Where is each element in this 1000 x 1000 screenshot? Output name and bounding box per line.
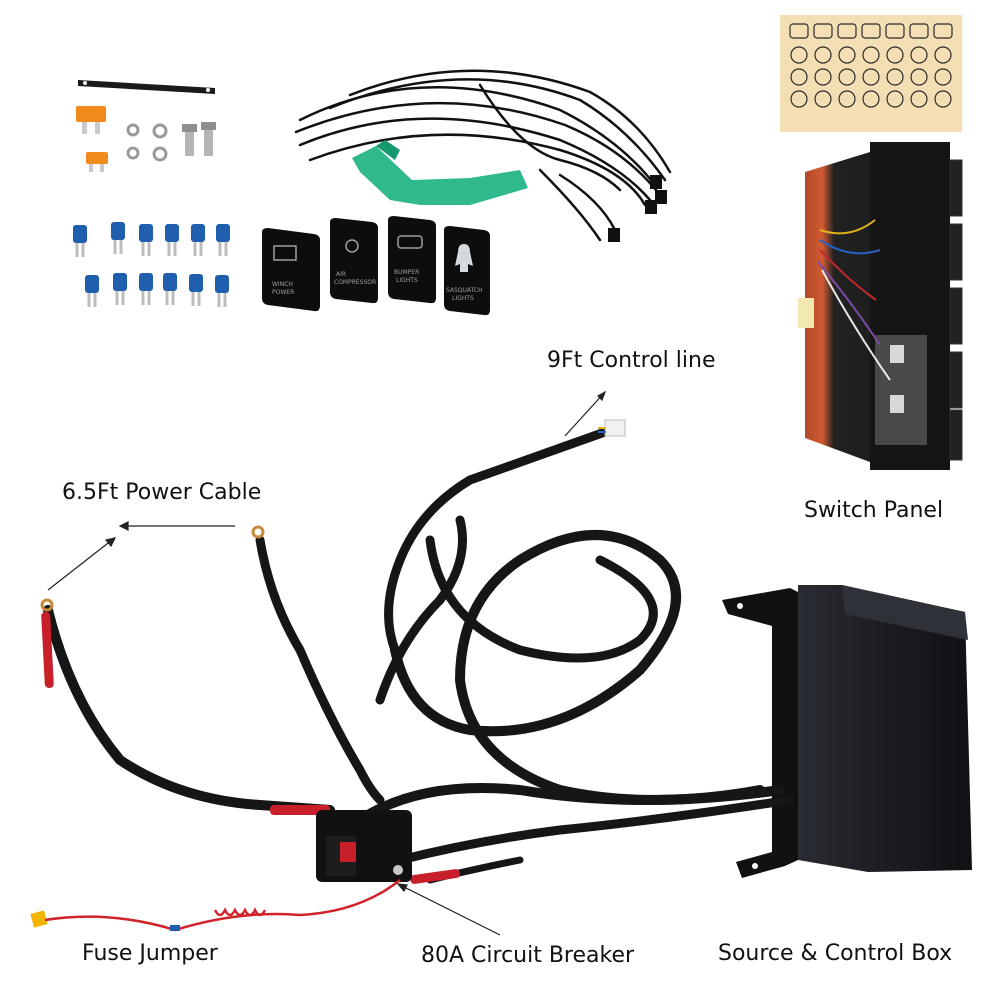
red-heat-shrink [270,805,330,815]
switch-label-1a: WINCH [272,281,293,288]
switch-label-1b: POWER [272,289,294,296]
zip-tie-heads [608,175,667,242]
fuse-small [86,152,108,172]
circuit-breaker [316,810,412,882]
label-switch-panel: Switch Panel [804,498,944,523]
icon-sticker-sheet [780,15,962,132]
mounting-strap [78,80,215,94]
spade-terminals [73,222,230,307]
red-heat-shrink-2 [410,869,460,884]
switch-label-3a: BUMPER [394,269,419,276]
label-circuit-breaker: 80A Circuit Breaker [421,943,635,968]
switch-panel [798,142,963,470]
label-control-line: 9Ft Control line [547,348,716,373]
wiring-harness [43,427,795,884]
rocker-switch-winch: WINCH POWER [262,228,320,312]
label-source-control-box: Source & Control Box [718,941,953,966]
source-control-box [722,585,972,878]
power-terminal-right [251,525,265,539]
bolts [182,122,216,156]
rocker-switches: WINCH POWER AIR COMPRESSOR BUMPER LIGHTS… [262,216,490,316]
callout-arrows [47,390,607,936]
switch-label-4a: SASQUATCH [446,287,483,294]
switch-removal-tool [352,140,528,205]
rocker-switch-bumper: BUMPER LIGHTS [388,216,436,304]
power-terminal-left [40,598,54,688]
control-line-connector [598,419,626,437]
switch-label-2b: COMPRESSOR [334,279,376,286]
label-power-cable: 6.5Ft Power Cable [62,480,262,505]
fuse-jumper [30,879,401,932]
washers-and-nuts [126,123,168,162]
arrow-power-left [47,539,113,591]
arrow-breaker [399,884,501,936]
switch-label-3b: LIGHTS [396,277,418,284]
arrow-control-line [564,391,606,437]
switch-label-4b: LIGHTS [452,295,474,302]
fuse-large [76,106,106,134]
label-fuse-jumper: Fuse Jumper [82,941,218,966]
rocker-switch-sasquatch: SASQUATCH LIGHTS [444,226,490,316]
rocker-switch-air: AIR COMPRESSOR [330,218,378,304]
switch-label-2a: AIR [336,271,346,278]
zip-ties [294,69,672,242]
